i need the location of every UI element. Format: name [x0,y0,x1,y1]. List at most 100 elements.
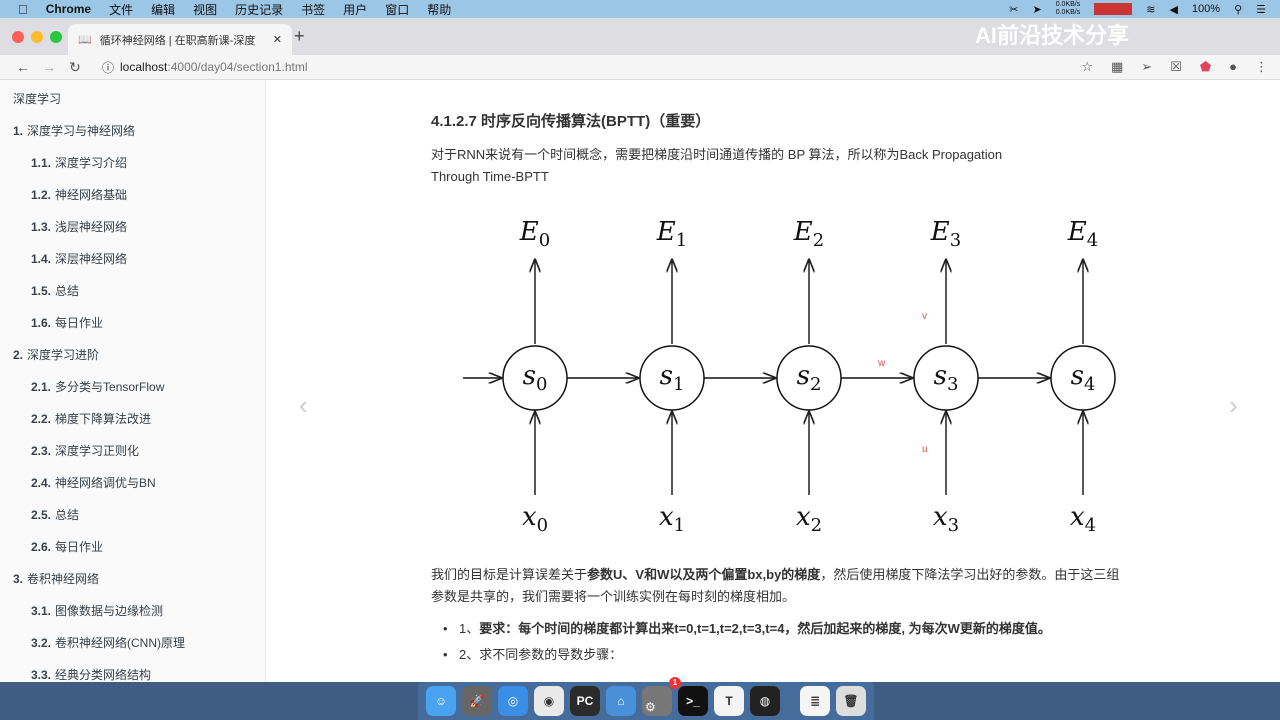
dock-keynote-icon[interactable]: ⌂ [606,686,636,716]
goal-paragraph: 我们的目标是计算误差关于参数U、V和W以及两个偏置bx,by的梯度，然后使用梯度… [431,567,1120,604]
dock-pycharm-icon[interactable]: PC [570,686,600,716]
dock-glyph: ◉ [543,694,555,708]
close-tab-icon[interactable]: ✕ [272,34,282,46]
dock-trash-icon[interactable]: 🗑 [836,686,866,716]
dock-obs-icon[interactable]: ◍ [750,686,780,716]
new-tab-button[interactable]: + [294,26,305,46]
dock-system-preferences-icon[interactable]: ⚙1 [642,677,681,716]
state-label: s4 [1071,361,1096,395]
input-label: x2 [796,502,822,536]
battery-level: 100% [1191,3,1221,15]
dock-glyph: 🚀 [469,694,485,708]
dock-glyph: >_ [686,694,700,708]
close-window-button[interactable] [12,31,24,43]
sidebar-item[interactable]: 1.4.深层神经网络 [31,252,128,266]
sidebar-item[interactable]: 1.5.总结 [31,284,80,298]
menu-bookmarks[interactable]: 书签 [291,2,325,17]
sidebar-item[interactable]: 1.2.神经网络基础 [31,188,128,202]
menu-app[interactable]: Chrome [36,2,91,16]
menu-bar:  Chrome 文件 编辑 视图 历史记录 书签 用户 窗口 帮助 ✂ ➤ 0… [0,0,1280,18]
menu-people[interactable]: 用户 [333,2,367,17]
next-page-icon[interactable]: › [1229,390,1238,420]
dock-glyph: ◍ [759,694,771,708]
search-icon[interactable]: ⚲ [1234,3,1243,16]
extension-grid-icon[interactable]: ▦ [1110,59,1124,74]
input-label: x0 [522,502,548,536]
prev-page-icon[interactable]: ‹ [299,390,308,420]
extension-shield-icon[interactable]: ⬟ [1199,59,1212,74]
dock-finder-icon[interactable]: ☺ [426,686,456,716]
sidebar-item[interactable]: 2.6.每日作业 [31,540,104,554]
tab-title: 循环神经网络 | 在职高新课-深度 [99,34,256,47]
list-item: 2、求不同参数的导数步骤： [431,644,1121,666]
sidebar-item[interactable]: 3.3.经典分类网络结构 [31,668,152,682]
dock-document-icon[interactable]: ≣ [800,686,830,716]
menu-file[interactable]: 文件 [99,2,133,17]
menu-edit[interactable]: 编辑 [141,2,175,17]
sidebar-item[interactable]: 1.6.每日作业 [31,316,104,330]
send-icon[interactable]: ➤ [1032,3,1042,16]
dock-glyph: ◎ [507,694,519,708]
sidebar-item[interactable]: 2.1.多分类与TensorFlow [31,380,165,394]
back-icon[interactable]: ← [16,59,30,75]
weight-label-v: v [922,311,927,322]
dock-glyph: ⌂ [617,694,625,708]
input-label: x3 [933,502,959,536]
dock-chrome-icon[interactable]: ◉ [534,686,564,716]
sidebar-item[interactable]: 3.2.卷积神经网络(CNN)原理 [31,636,186,650]
output-label: E4 [1067,217,1098,251]
apple-icon[interactable]:  [18,2,28,17]
lower-content: 我们的目标是计算误差关于参数U、V和W以及两个偏置bx,by的梯度，然后使用梯度… [431,564,1121,670]
volume-icon[interactable]: ◀ [1169,3,1178,16]
sidebar-toc: 深度学习 1.深度学习与神经网络 1.1.深度学习介绍 1.2.神经网络基础 1.3.浅… [0,80,266,682]
input-label: x4 [1070,502,1096,536]
sidebar-item[interactable]: 深度学习 [13,92,62,106]
wifi-icon[interactable]: ≋ [1146,3,1156,16]
tab-active[interactable]: 📖 循环神经网络 | 在职高新课-深度 ✕ [68,24,292,55]
sidebar-item[interactable]: 2.3.深度学习正则化 [31,444,140,458]
dock-launchpad-icon[interactable]: 🚀 [462,686,492,716]
sidebar-item[interactable]: 2.深度学习进阶 [13,348,100,362]
scissors-icon[interactable]: ✂ [1009,3,1019,16]
reload-icon[interactable]: ↻ [69,58,81,75]
state-label: s3 [934,361,959,395]
profile-avatar[interactable]: ● [1229,59,1237,74]
book-icon: 📖 [78,34,92,46]
sidebar-item[interactable]: 2.2.梯度下降算法改进 [31,412,152,426]
bookmark-star-icon[interactable]: ☆ [1081,59,1093,74]
dock-glyph: T [725,694,733,708]
dock-terminal-icon[interactable]: >_ [678,686,708,716]
more-menu-icon[interactable]: ⋮ [1255,59,1268,74]
list-icon[interactable]: ☰ [1256,3,1266,16]
state-label: s0 [523,361,548,395]
extension-x-icon[interactable]: ☒ [1170,59,1182,74]
steps-list: 1、要求：每个时间的梯度都计算出来t=0,t=1,t=2,t=3,t=4，然后加… [431,618,1121,666]
minimize-window-button[interactable] [31,31,43,43]
notification-badge: 1 [669,677,681,689]
dock-safari-icon[interactable]: ◎ [498,686,528,716]
menu-window[interactable]: 窗口 [375,2,409,17]
state-label: s2 [797,361,822,395]
sidebar-item[interactable]: 1.3.浅层神经网络 [31,220,128,234]
main-content: ‹ › 4.1.2.7 时序反向传播算法(BPTT)（重要） 对于RNN来说有一… [267,80,1280,682]
dock-glyph: PC [576,694,594,708]
tab-bar: 📖 循环神经网络 | 在职高新课-深度 ✕ + AI前沿技术分享 [0,18,1280,55]
menu-help[interactable]: 帮助 [417,2,451,17]
sidebar-item[interactable]: 1.深度学习与神经网络 [13,124,136,138]
menu-view[interactable]: 视图 [183,2,217,17]
dock-typora-icon[interactable]: T [714,686,744,716]
sidebar-item[interactable]: 1.1.深度学习介绍 [31,156,128,170]
maximize-window-button[interactable] [50,31,62,43]
url-input[interactable]: ⓘ localhost:4000/day04/section1.html [102,60,308,75]
sidebar-item[interactable]: 2.5.总结 [31,508,80,522]
menu-history[interactable]: 历史记录 [225,2,283,17]
sidebar-item[interactable]: 3.1.图像数据与边缘检测 [31,604,164,618]
weight-label-u: u [922,444,928,455]
forward-icon[interactable]: → [42,59,56,75]
sidebar-item[interactable]: 3.卷积神经网络 [13,572,100,586]
weight-label-w: w [877,358,886,369]
extension-cursor-icon[interactable]: ➢ [1141,59,1153,74]
info-icon: ⓘ [102,60,115,75]
sidebar-item[interactable]: 2.4.神经网络调优与BN [31,476,156,490]
